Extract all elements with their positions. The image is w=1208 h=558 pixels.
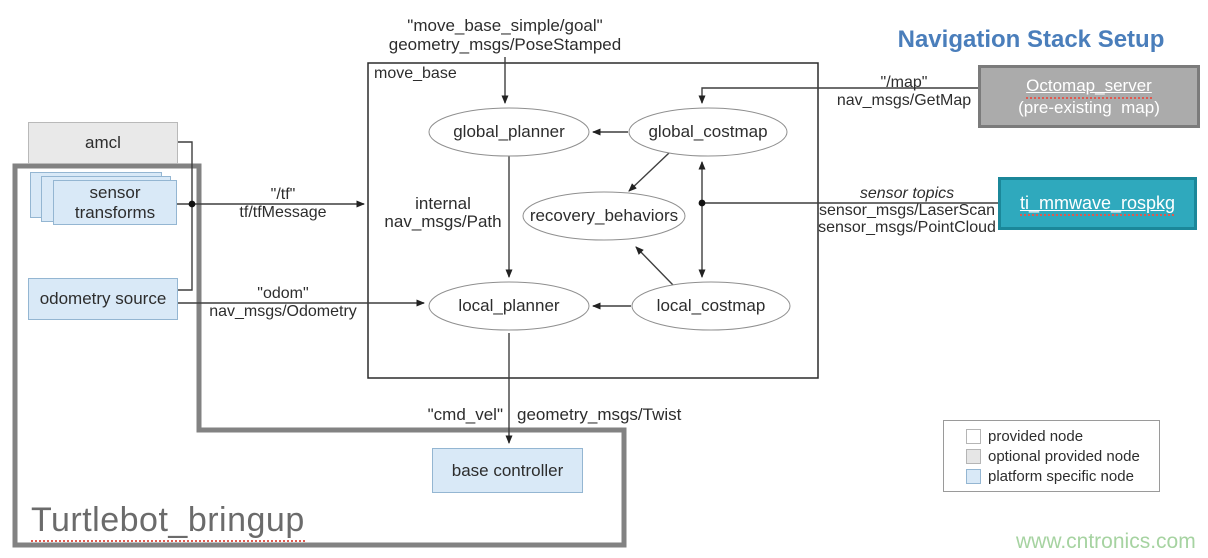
optional-node-label: optional provided node: [988, 447, 1140, 465]
odom-topic-line2: nav_msgs/Odometry: [209, 303, 357, 320]
watermark-text: www.cntronics.com: [1016, 530, 1196, 553]
cmd-vel-type-label: geometry_msgs/Twist: [517, 405, 682, 424]
local-planner-ellipse: [428, 281, 590, 331]
tf-topic-label: "/tf" tf/tfMessage: [212, 186, 354, 222]
move-base-box-label: move_base: [374, 65, 457, 82]
platform-node-swatch: [966, 468, 981, 484]
optional-node-swatch: [966, 448, 981, 464]
connector-tf-feeders: [178, 141, 193, 291]
map-topic-line2: nav_msgs/GetMap: [836, 92, 972, 109]
global-planner-label: global_planner: [453, 122, 565, 141]
sensor-topics-line2: sensor_msgs/LaserScan: [818, 202, 996, 219]
odom-topic-line1: "odom": [257, 285, 309, 302]
amcl-node: amcl: [28, 122, 178, 164]
tf-topic-line1: "/tf": [270, 186, 296, 203]
tf-junction-dot: [188, 200, 196, 208]
ros-nodes: [428, 107, 791, 331]
turtlebot-bringup-text: Turtlebot_bringup: [31, 501, 305, 542]
octomap-server-title: Octomap_server: [1026, 75, 1152, 99]
legend-box: provided node optional provided node pla…: [943, 420, 1160, 492]
move-base-box: [367, 62, 819, 379]
map-topic-label: "/map" nav_msgs/GetMap: [828, 74, 980, 110]
map-topic-line1: "/map": [880, 74, 928, 91]
cmd-vel-topic-label: "cmd_vel": [427, 405, 503, 424]
base-controller-node: base controller: [432, 448, 583, 493]
connector-map: [698, 87, 978, 104]
recovery-behaviors-ellipse: [522, 191, 686, 241]
global-costmap-ellipse: [628, 107, 788, 157]
recovery-behaviors-label: recovery_behaviors: [529, 206, 679, 225]
page-title: Navigation Stack Setup: [897, 26, 1165, 53]
ti-mmwave-node: ti_mmwave_rospkg: [998, 177, 1197, 230]
global-planner-ellipse: [428, 107, 590, 157]
internal-path-line2: nav_msgs/Path: [384, 212, 502, 231]
legend-row-platform: platform specific node: [966, 468, 1159, 485]
provided-node-label: provided node: [988, 427, 1084, 445]
connectors: [176, 57, 998, 444]
local-costmap-label: local_costmap: [656, 296, 766, 315]
sensor-topics-label: sensor topics sensor_msgs/LaserScan sens…: [818, 185, 996, 236]
legend-row-provided: provided node: [966, 428, 1159, 445]
goal-topic-line1: "move_base_simple/goal": [407, 16, 603, 35]
octomap-server-node: Octomap_server (pre-existing map): [978, 65, 1200, 128]
provided-node-swatch: [966, 428, 981, 444]
internal-path-line1: internal: [415, 194, 471, 213]
octomap-server-subtitle: (pre-existing map): [1018, 97, 1160, 117]
goal-topic-line2: geometry_msgs/PoseStamped: [388, 35, 622, 54]
ti-mmwave-label: ti_mmwave_rospkg: [1019, 193, 1176, 216]
turtlebot-bringup-outline: [12, 163, 627, 548]
sensor-transforms-node: sensor transforms: [53, 180, 177, 225]
platform-node-label: platform specific node: [988, 467, 1134, 485]
sensor-topics-line1: sensor topics: [859, 185, 955, 202]
sensor-junction-dot: [698, 199, 706, 207]
turtlebot-bringup-label: Turtlebot_bringup: [31, 501, 305, 542]
connector-lc-rb: [635, 246, 674, 286]
sensor-topics-line3: sensor_msgs/PointCloud: [818, 219, 996, 236]
global-costmap-label: global_costmap: [648, 122, 768, 141]
goal-topic-label: "move_base_simple/goal" geometry_msgs/Po…: [345, 16, 665, 54]
local-planner-label: local_planner: [458, 296, 560, 315]
local-costmap-ellipse: [631, 281, 791, 331]
internal-path-label: internal nav_msgs/Path: [378, 195, 508, 231]
tf-topic-line2: tf/tfMessage: [239, 204, 327, 221]
odom-topic-label: "odom" nav_msgs/Odometry: [207, 285, 359, 321]
legend-row-optional: optional provided node: [966, 448, 1159, 465]
connector-gc-rb: [628, 152, 670, 192]
odometry-source-node: odometry source: [28, 278, 178, 320]
